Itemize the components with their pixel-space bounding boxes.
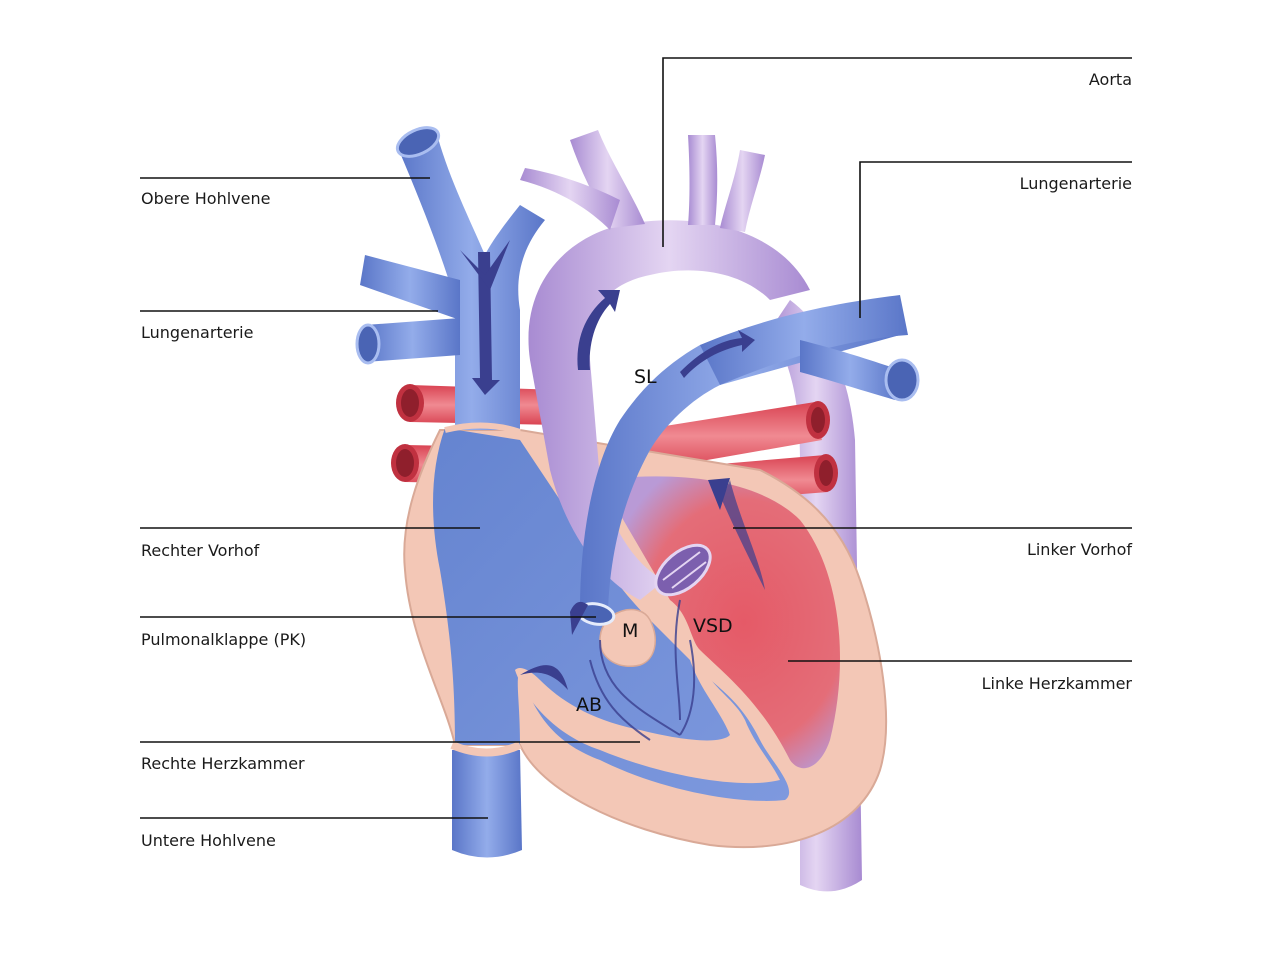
label-pulmonalklappe: Pulmonalklappe (PK) [141,630,306,649]
label-rechte-herzkammer: Rechte Herzkammer [141,754,305,773]
label-vsd: VSD [693,615,733,637]
label-linker-vorhof: Linker Vorhof [1027,540,1132,559]
left-labels: Obere Hohlvene Lungenarterie Rechter Vor… [141,189,306,850]
right-labels: Aorta Lungenarterie Linker Vorhof Linke … [982,70,1133,693]
label-ab: AB [576,694,602,716]
label-obere-hohlvene: Obere Hohlvene [141,189,270,208]
label-untere-hohlvene: Untere Hohlvene [141,831,276,850]
left-pulmonary-branches [355,255,460,365]
pulmonary-trunk [576,295,920,626]
superior-vena-cava [395,126,545,435]
flow-arrows [460,240,765,690]
inferior-vena-cava [450,741,522,858]
label-rechter-vorhof: Rechter Vorhof [141,541,260,560]
label-m: M [622,620,638,642]
label-linke-herzkammer: Linke Herzkammer [982,674,1133,693]
label-lungenarterie-right: Lungenarterie [1020,174,1132,193]
label-sl: SL [634,366,657,388]
ventricle-flow-lines [589,599,696,741]
leader-lines [140,57,1132,819]
label-lungenarterie-left: Lungenarterie [141,323,253,342]
label-aorta: Aorta [1089,70,1132,89]
inner-labels: SL M VSD AB [576,366,733,716]
